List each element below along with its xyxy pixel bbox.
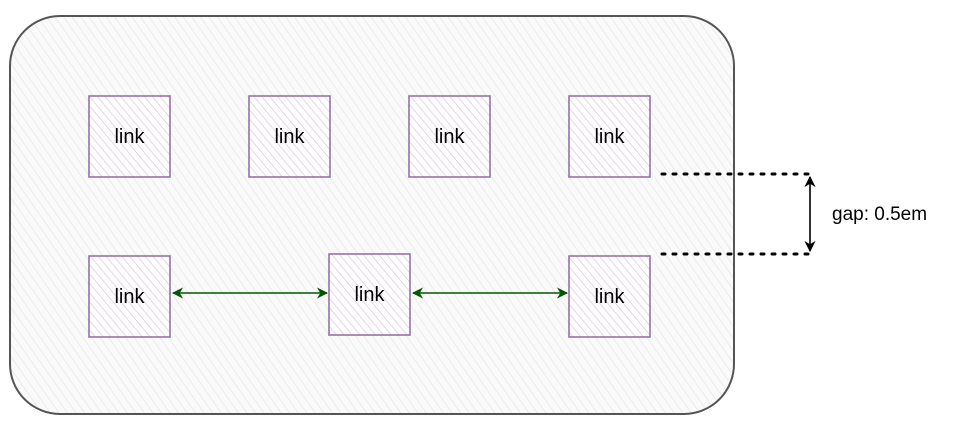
link-label: link: [594, 126, 625, 148]
link-box: link: [568, 255, 651, 338]
gap-label: gap: 0.5em: [832, 204, 927, 225]
link-label: link: [114, 286, 145, 308]
link-label: link: [594, 286, 625, 308]
link-box: link: [88, 255, 171, 338]
link-label: link: [274, 126, 305, 148]
link-box: link: [408, 95, 491, 178]
link-label: link: [434, 126, 465, 148]
link-label: link: [114, 126, 145, 148]
link-label: link: [354, 284, 385, 306]
link-box: link: [248, 95, 331, 178]
link-box: link: [328, 253, 411, 336]
flex-container: [9, 15, 735, 415]
link-box: link: [88, 95, 171, 178]
link-box: link: [568, 95, 651, 178]
